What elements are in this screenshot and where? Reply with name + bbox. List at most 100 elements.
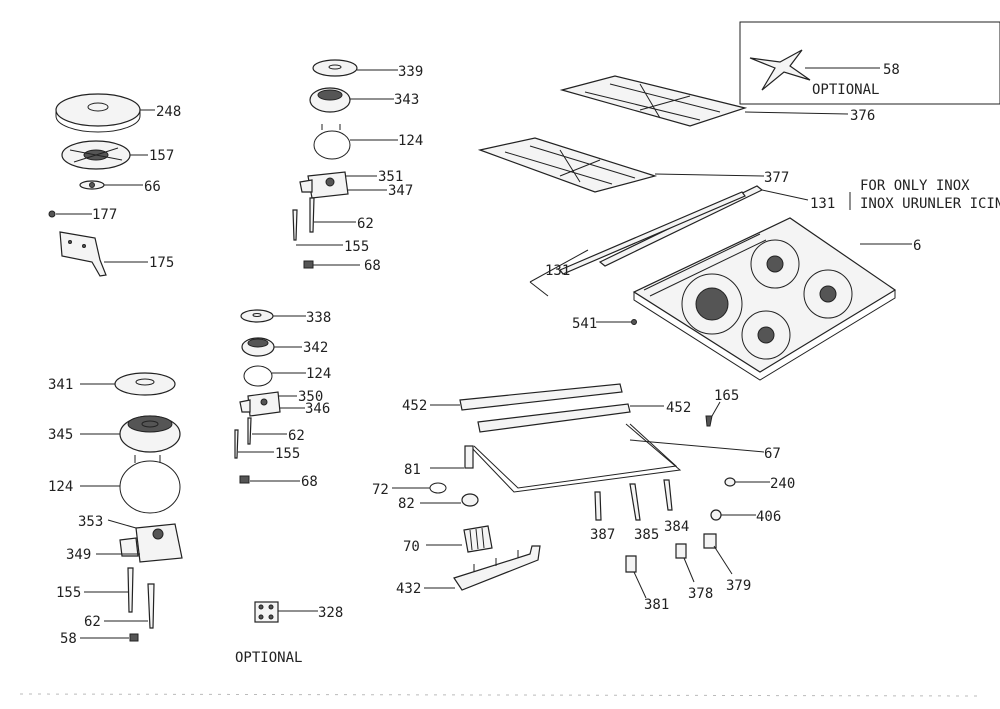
label-432: 432 — [396, 581, 421, 597]
label-240: 240 — [770, 476, 795, 492]
burner-head-342 — [241, 337, 275, 357]
label-155b: 155 — [275, 446, 300, 462]
label-157: 157 — [149, 148, 174, 164]
label-175: 175 — [149, 255, 174, 271]
burner-cap-248 — [55, 93, 141, 133]
label-353: 353 — [78, 514, 103, 530]
burner-cap-341 — [114, 372, 176, 396]
bracket-175 — [59, 231, 107, 277]
label-377: 377 — [764, 170, 789, 186]
label-155c: 155 — [56, 585, 81, 601]
control-bracket-432 — [453, 545, 541, 591]
ignition-plug-155c — [127, 567, 134, 613]
screw-177 — [48, 210, 56, 218]
flame-spreader-ring-124c — [119, 455, 181, 514]
label-349: 349 — [66, 547, 91, 563]
burner-base-350-346 — [239, 391, 281, 417]
label-62b: 62 — [288, 428, 305, 444]
trim-strip-131b — [529, 191, 746, 297]
switch-378 — [675, 543, 687, 559]
washer-72 — [429, 482, 447, 494]
label-82: 82 — [398, 496, 415, 512]
label-67: 67 — [764, 446, 781, 462]
screw-165 — [705, 415, 713, 427]
optional-box — [739, 21, 1000, 105]
support-rail-452a — [459, 383, 623, 411]
gas-inlet-81 — [464, 445, 474, 469]
label-81: 81 — [404, 462, 421, 478]
burner-base-351-347 — [299, 171, 349, 199]
label-376: 376 — [850, 108, 875, 124]
burner-head-343 — [309, 87, 351, 113]
label-124b: 124 — [306, 366, 331, 382]
label-328: 328 — [318, 605, 343, 621]
label-406: 406 — [756, 509, 781, 525]
label-66: 66 — [144, 179, 161, 195]
label-339: 339 — [398, 64, 423, 80]
label-381: 381 — [644, 597, 669, 613]
label-346: 346 — [305, 401, 330, 417]
label-72: 72 — [372, 482, 389, 498]
gas-manifold-67 — [469, 423, 682, 493]
clip-58b — [129, 633, 139, 642]
label-452b: 452 — [666, 400, 691, 416]
injector-384 — [663, 479, 673, 511]
label-345: 345 — [48, 427, 73, 443]
label-62a: 62 — [357, 216, 374, 232]
thermocouple-62a — [309, 197, 315, 233]
burner-head-157 — [61, 140, 131, 170]
clip-68a — [303, 260, 314, 269]
pan-support-376 — [559, 75, 748, 127]
burner-cap-338 — [240, 309, 274, 323]
label-338: 338 — [306, 310, 331, 326]
label-379: 379 — [726, 578, 751, 594]
label-177: 177 — [92, 207, 117, 223]
label-68b: 68 — [301, 474, 318, 490]
flame-spreader-ring-124a — [313, 124, 351, 160]
burner-cap-339 — [312, 59, 358, 77]
pan-support-377 — [477, 137, 658, 193]
ignition-plug-155b — [234, 429, 239, 459]
switch-381 — [625, 555, 637, 573]
label-optional-58: OPTIONAL — [812, 82, 879, 98]
scan-edge — [19, 693, 981, 697]
label-68a: 68 — [364, 258, 381, 274]
label-350: 350 — [298, 389, 323, 405]
thermocouple-62b — [247, 417, 252, 445]
label-341: 341 — [48, 377, 73, 393]
burner-base-353-349 — [119, 523, 183, 563]
thermocouple-62c — [147, 583, 155, 629]
label-347: 347 — [388, 183, 413, 199]
label-378: 378 — [688, 586, 713, 602]
ignition-plug-155a — [292, 209, 298, 241]
label-452a: 452 — [402, 398, 427, 414]
label-387: 387 — [590, 527, 615, 543]
hob-top-6 — [632, 217, 897, 381]
label-248: 248 — [156, 104, 181, 120]
label-155a: 155 — [344, 239, 369, 255]
label-124c: 124 — [48, 479, 73, 495]
label-351: 351 — [378, 169, 403, 185]
screw-541 — [631, 319, 637, 325]
label-384: 384 — [664, 519, 689, 535]
label-343: 343 — [394, 92, 419, 108]
label-131a: 131 — [810, 196, 835, 212]
label-385: 385 — [634, 527, 659, 543]
label-6: 6 — [913, 238, 921, 254]
nut-240 — [724, 477, 736, 487]
nozzle-82 — [461, 493, 479, 507]
label-70: 70 — [403, 539, 420, 555]
switch-379 — [703, 533, 717, 549]
burner-head-345 — [119, 415, 181, 453]
wok-adapter-328 — [254, 601, 279, 623]
nut-406 — [710, 509, 722, 521]
label-58a: 58 — [883, 62, 900, 78]
label-optional-328: OPTIONAL — [235, 650, 302, 666]
label-58b: 58 — [60, 631, 77, 647]
note-inox-tr: INOX URUNLER ICIN — [860, 196, 1000, 212]
label-131b: 131 — [545, 263, 570, 279]
injector-387 — [594, 491, 602, 521]
label-342: 342 — [303, 340, 328, 356]
injector-385 — [629, 483, 641, 521]
